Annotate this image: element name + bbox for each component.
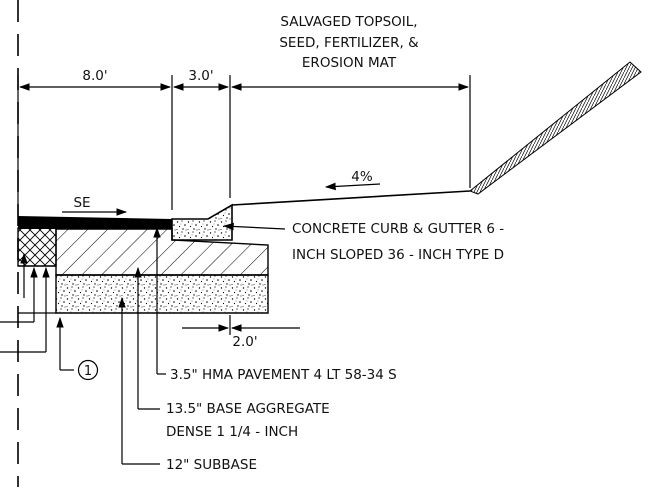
curb-label-1: CONCRETE CURB & GUTTER 6 - <box>292 221 504 237</box>
hma-label: 3.5" HMA PAVEMENT 4 LT 58-34 S <box>170 367 397 383</box>
ground-line <box>231 190 471 206</box>
se-label: SE <box>73 195 90 211</box>
slope-label: 4% <box>351 169 373 185</box>
base-label-2: DENSE 1 1/4 - INCH <box>166 424 298 440</box>
erosion-mat-slope <box>469 61 642 195</box>
topsoil-label-1: SALVAGED TOPSOIL, <box>280 14 417 30</box>
note-1-label: 1 <box>84 364 92 379</box>
curb-label-2: INCH SLOPED 36 - INCH TYPE D <box>292 247 504 263</box>
concrete-curb-gutter <box>171 203 233 241</box>
base-label-1: 13.5" BASE AGGREGATE <box>166 401 330 417</box>
hma-pavement <box>18 216 172 229</box>
dim-3-label: 3.0' <box>188 68 213 84</box>
base-aggregate-layer <box>55 228 269 276</box>
dim-8-label: 8.0' <box>82 68 107 84</box>
topsoil-label-3: EROSION MAT <box>302 55 397 71</box>
topsoil-label-2: SEED, FERTILIZER, & <box>279 35 419 51</box>
dim-2-label: 2.0' <box>232 334 257 350</box>
slope-arrow <box>324 182 381 191</box>
subbase-layer <box>55 274 269 314</box>
subbase-label: 12" SUBBASE <box>166 457 257 473</box>
note-1-circle <box>77 359 99 381</box>
